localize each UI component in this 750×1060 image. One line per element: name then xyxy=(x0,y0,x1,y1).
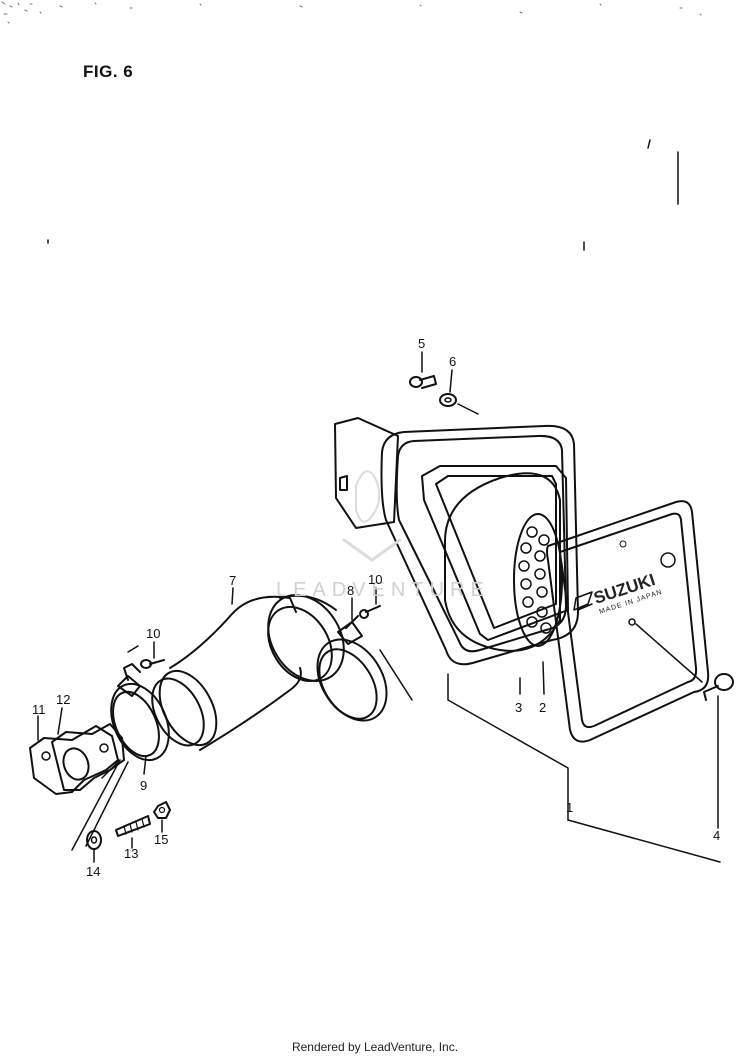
emblem-icon xyxy=(660,552,676,568)
stud-13 xyxy=(115,815,151,837)
watermark-flame-icon xyxy=(355,470,381,523)
callout-9: 9 xyxy=(140,778,147,793)
intake-hose xyxy=(151,594,345,751)
callout-10-left: 10 xyxy=(146,626,160,641)
watermark-chevron-icon xyxy=(342,538,402,562)
scan-noise xyxy=(1,1,702,24)
callout-11: 11 xyxy=(32,702,46,717)
callout-10-right: 10 xyxy=(368,572,382,587)
callout-6: 6 xyxy=(449,354,456,369)
callout-7: 7 xyxy=(229,573,236,588)
hose-clamp-small xyxy=(110,663,170,762)
footer-credit: Rendered by LeadVenture, Inc. xyxy=(291,1040,459,1054)
callout-2: 2 xyxy=(539,700,546,715)
figure-title: FIG. 6 xyxy=(83,62,134,81)
screw-10-right xyxy=(359,605,381,619)
bolt-5 xyxy=(409,375,437,389)
callout-8: 8 xyxy=(347,583,354,598)
hose-clamp-large xyxy=(316,615,388,722)
callout-5: 5 xyxy=(418,336,425,351)
callout-13: 13 xyxy=(124,846,138,861)
air-cleaner-cover xyxy=(546,500,710,743)
callout-15: 15 xyxy=(154,832,168,847)
screw-4 xyxy=(703,673,734,701)
callout-14: 14 xyxy=(86,864,100,879)
suzuki-logo-icon xyxy=(573,591,593,611)
intake-flange xyxy=(29,723,125,795)
callout-1: 1 xyxy=(566,800,573,815)
scan-marks xyxy=(47,139,679,251)
callout-4: 4 xyxy=(713,828,720,843)
nut-15 xyxy=(153,801,171,819)
leader-lines xyxy=(37,351,721,863)
watermark-text: LEADVENTURE xyxy=(276,579,490,601)
callout-12: 12 xyxy=(56,692,70,707)
screw-10-left xyxy=(140,659,165,669)
washer-6 xyxy=(439,393,457,407)
callout-3: 3 xyxy=(515,700,522,715)
filter-element xyxy=(444,472,563,652)
